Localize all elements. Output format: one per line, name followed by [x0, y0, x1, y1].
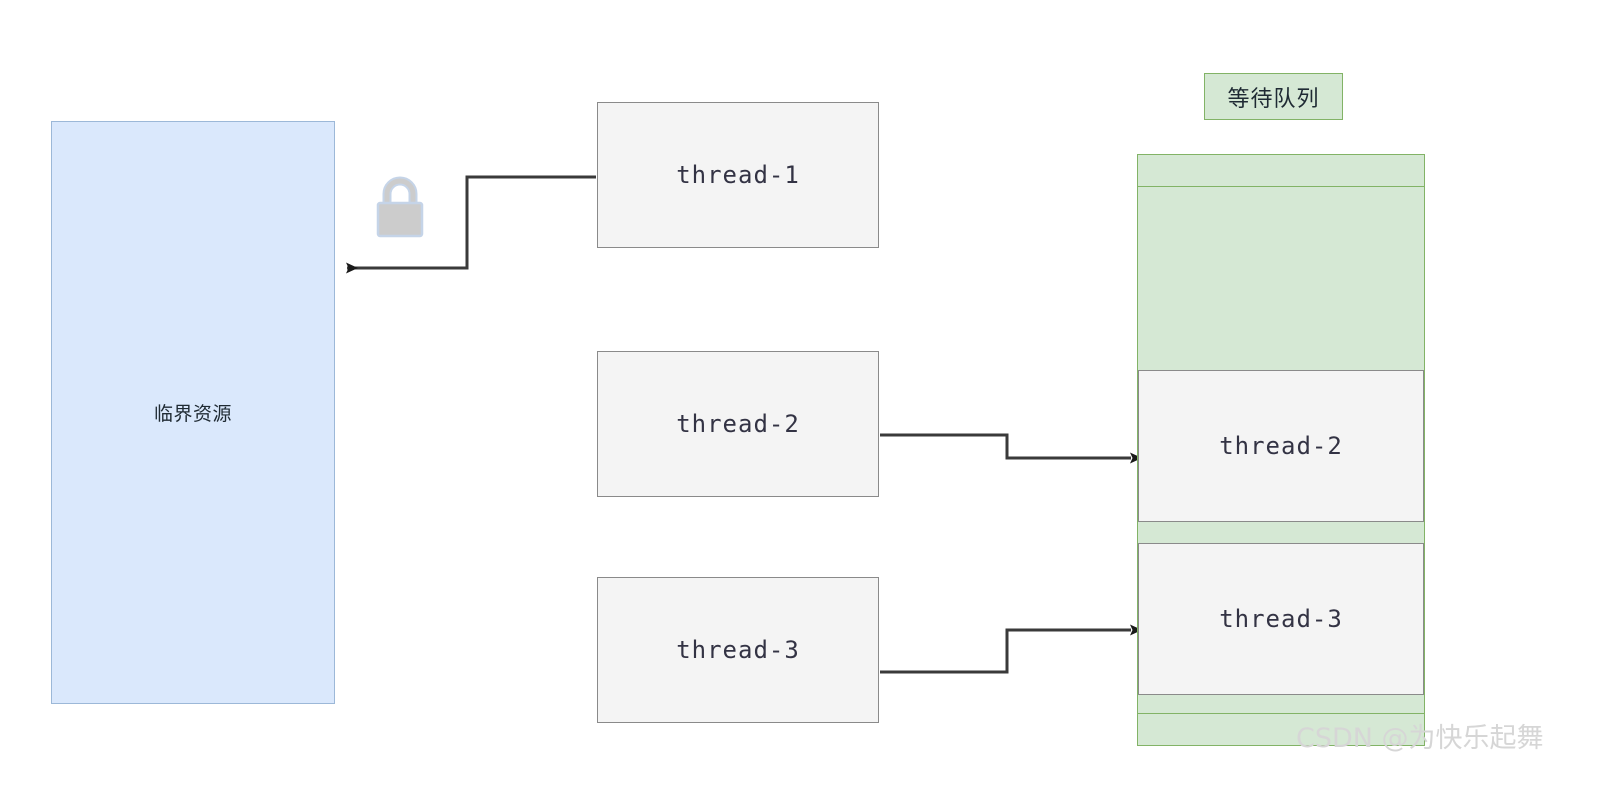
thread-3-label: thread-3: [676, 636, 800, 664]
queue-slot-thread-2[interactable]: thread-2: [1138, 370, 1424, 522]
critical-resource-box[interactable]: 临界资源: [51, 121, 335, 704]
waiting-queue-title: 等待队列: [1204, 73, 1343, 120]
connector-thread-1-to-resource: [346, 175, 596, 274]
queue-divider-bottom: [1138, 713, 1424, 714]
thread-1-box[interactable]: thread-1: [597, 102, 879, 248]
queue-slot-thread-3-label: thread-3: [1219, 605, 1343, 633]
thread-3-box[interactable]: thread-3: [597, 577, 879, 723]
lock-icon: [371, 174, 429, 240]
queue-slot-thread-2-label: thread-2: [1219, 432, 1343, 460]
thread-2-box[interactable]: thread-2: [597, 351, 879, 497]
thread-1-label: thread-1: [676, 161, 800, 189]
critical-resource-label: 临界资源: [153, 403, 232, 425]
thread-2-label: thread-2: [676, 410, 800, 438]
waiting-queue-title-label: 等待队列: [1227, 86, 1320, 112]
connector-thread-2-to-queue: [880, 433, 1142, 464]
connector-thread-3-to-queue: [880, 624, 1142, 674]
waiting-queue-container[interactable]: thread-2 thread-3: [1137, 154, 1425, 746]
queue-slot-thread-3[interactable]: thread-3: [1138, 543, 1424, 695]
queue-divider-top: [1138, 186, 1424, 187]
